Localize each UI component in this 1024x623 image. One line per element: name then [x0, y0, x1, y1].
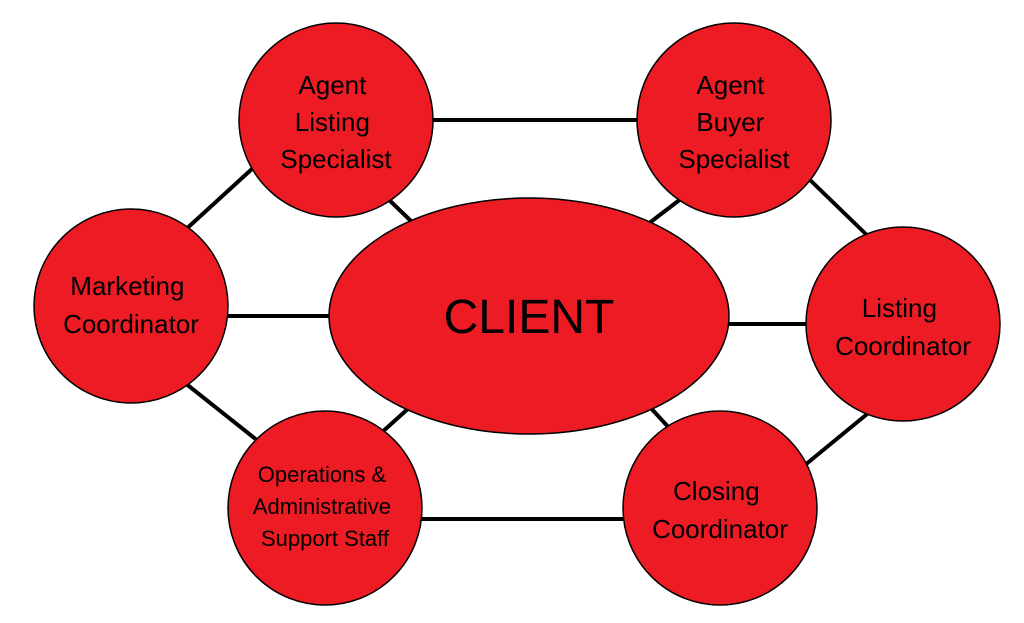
listing-coordinator-line-2: Coordinator	[835, 331, 971, 361]
closing-coordinator-circle	[622, 410, 818, 606]
nodes: CLIENT Agent Listing Specialist Agent Bu…	[33, 22, 1001, 606]
agent-listing-specialist-line-3: Specialist	[280, 144, 392, 174]
edge-listing-coordinator-to-closing	[803, 408, 874, 467]
agent-buyer-specialist-label: Agent Buyer Specialist	[678, 70, 790, 174]
node-client: CLIENT	[328, 197, 730, 435]
operations-support-staff-line-3: Support Staff	[261, 526, 390, 551]
listing-coordinator-line-1: Listing	[862, 293, 937, 323]
edge-marketing-to-operations	[178, 377, 260, 443]
marketing-coordinator-line-1: Marketing	[70, 271, 184, 301]
marketing-coordinator-circle	[33, 208, 229, 404]
edge-operations-to-client	[378, 405, 412, 436]
agent-listing-specialist-circle	[238, 22, 434, 218]
operations-support-staff-line-1: Operations &	[258, 462, 387, 487]
listing-coordinator-circle	[805, 226, 1001, 422]
closing-coordinator-line-1: Closing	[673, 476, 760, 506]
edge-agent-listing-to-marketing	[181, 166, 255, 234]
agent-listing-specialist-label: Agent Listing Specialist	[280, 70, 392, 174]
agent-buyer-specialist-line-3: Specialist	[678, 144, 790, 174]
client-label: CLIENT	[444, 291, 615, 344]
marketing-coordinator-label: Marketing Coordinator	[63, 271, 199, 339]
closing-coordinator-label: Closing Coordinator	[652, 476, 788, 544]
client-ellipse	[328, 197, 730, 435]
closing-coordinator-line-2: Coordinator	[652, 514, 788, 544]
marketing-coordinator-line-2: Coordinator	[63, 309, 199, 339]
operations-support-staff-circle	[227, 410, 423, 606]
node-closing-coordinator: Closing Coordinator	[622, 410, 818, 606]
operations-support-staff-label: Operations & Administrative Support Staf…	[253, 462, 397, 551]
listing-coordinator-label: Listing Coordinator	[835, 293, 971, 361]
edge-agent-buyer-to-listing-coordinator	[806, 176, 874, 242]
node-agent-buyer-specialist: Agent Buyer Specialist	[636, 22, 832, 218]
node-listing-coordinator: Listing Coordinator	[805, 226, 1001, 422]
node-agent-listing-specialist: Agent Listing Specialist	[238, 22, 434, 218]
node-marketing-coordinator: Marketing Coordinator	[33, 208, 229, 404]
agent-listing-specialist-line-1: Agent	[298, 70, 367, 100]
agent-listing-specialist-line-2: Listing	[295, 107, 370, 137]
operations-support-staff-line-2: Administrative	[253, 494, 391, 519]
agent-buyer-specialist-circle	[636, 22, 832, 218]
agent-buyer-specialist-line-2: Buyer	[696, 107, 764, 137]
node-operations-support-staff: Operations & Administrative Support Staf…	[227, 410, 423, 606]
agent-buyer-specialist-line-1: Agent	[696, 70, 765, 100]
